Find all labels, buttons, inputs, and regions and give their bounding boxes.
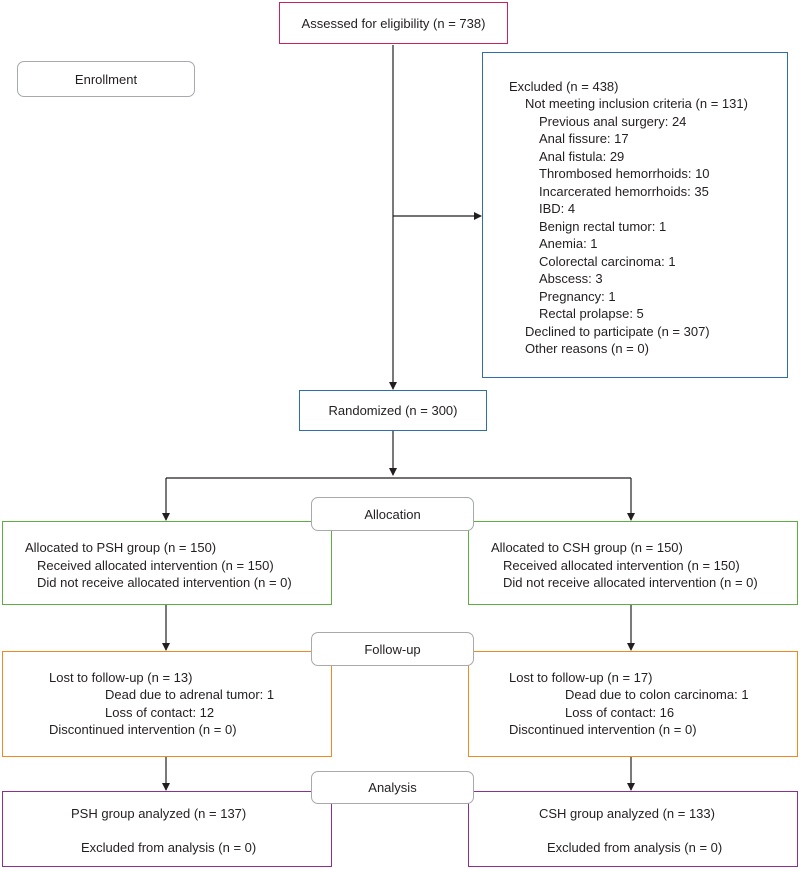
csh-loss-contact-label: Loss of contact: 16 [565,705,675,720]
csh-analyzed-label: CSH group analyzed (n = 133) [539,806,715,821]
other-reasons-label: Other reasons (n = 0) [525,341,649,356]
excluded-title: Excluded (n = 438) [509,79,619,94]
psh-dead-label: Dead due to adrenal tumor: 1 [105,687,275,702]
criteria-item: Anal fistula: 29 [539,149,625,164]
csh-not-received-label: Did not receive allocated intervention (… [503,575,758,590]
csh-analysis-box: CSH group analyzed (n = 133) Excluded fr… [468,791,798,867]
psh-analyzed-label: PSH group analyzed (n = 137) [71,806,247,821]
criteria-item: Anal fissure: 17 [539,131,629,146]
psh-followup-box: Lost to follow-up (n = 13) Dead due to a… [2,651,332,757]
criteria-item: Rectal prolapse: 5 [539,306,644,321]
csh-allocated-label: Allocated to CSH group (n = 150) [491,540,683,555]
stage-analysis: Analysis [311,771,474,804]
criteria-item: Benign rectal tumor: 1 [539,219,667,234]
criteria-item: Colorectal carcinoma: 1 [539,254,676,269]
stage-followup-label: Follow-up [364,641,421,657]
psh-received-label: Received allocated intervention (n = 150… [37,558,274,573]
csh-received-label: Received allocated intervention (n = 150… [503,558,740,573]
criteria-item: IBD: 4 [539,201,576,216]
csh-allocation-box: Allocated to CSH group (n = 150) Receive… [468,521,798,605]
stage-allocation: Allocation [311,497,474,531]
stage-allocation-label: Allocation [364,506,421,522]
psh-analysis-box: PSH group analyzed (n = 137) Excluded fr… [2,791,332,867]
psh-allocated-label: Allocated to PSH group (n = 150) [25,540,217,555]
psh-not-received-label: Did not receive allocated intervention (… [37,575,292,590]
stage-enrollment: Enrollment [17,61,195,97]
csh-followup-box: Lost to follow-up (n = 17) Dead due to c… [468,651,798,757]
criteria-item: Pregnancy: 1 [539,289,616,304]
stage-analysis-label: Analysis [368,780,417,795]
criteria-item: Previous anal surgery: 24 [539,114,687,129]
csh-dead-label: Dead due to colon carcinoma: 1 [565,687,749,702]
criteria-title: Not meeting inclusion criteria (n = 131) [525,96,748,111]
declined-label: Declined to participate (n = 307) [525,324,710,339]
criteria-item: Anemia: 1 [539,236,598,251]
eligibility-label: Assessed for eligibility (n = 738) [301,15,486,31]
psh-lost-label: Lost to follow-up (n = 13) [49,670,193,685]
eligibility-box: Assessed for eligibility (n = 738) [279,2,508,44]
csh-discontinued-label: Discontinued intervention (n = 0) [509,722,697,737]
csh-excluded-analysis-label: Excluded from analysis (n = 0) [547,840,723,855]
csh-lost-label: Lost to follow-up (n = 17) [509,670,653,685]
psh-discontinued-label: Discontinued intervention (n = 0) [49,722,237,737]
stage-followup: Follow-up [311,632,474,666]
psh-allocation-box: Allocated to PSH group (n = 150) Receive… [2,521,332,605]
psh-loss-contact-label: Loss of contact: 12 [105,705,215,720]
criteria-item: Incarcerated hemorrhoids: 35 [539,184,709,199]
excluded-box: Excluded (n = 438) Not meeting inclusion… [482,52,788,378]
psh-excluded-analysis-label: Excluded from analysis (n = 0) [81,840,257,855]
randomized-box: Randomized (n = 300) [299,390,487,431]
criteria-item: Abscess: 3 [539,271,603,286]
randomized-label: Randomized (n = 300) [328,403,458,418]
stage-enrollment-label: Enrollment [74,71,138,87]
criteria-item: Thrombosed hemorrhoids: 10 [539,166,710,181]
